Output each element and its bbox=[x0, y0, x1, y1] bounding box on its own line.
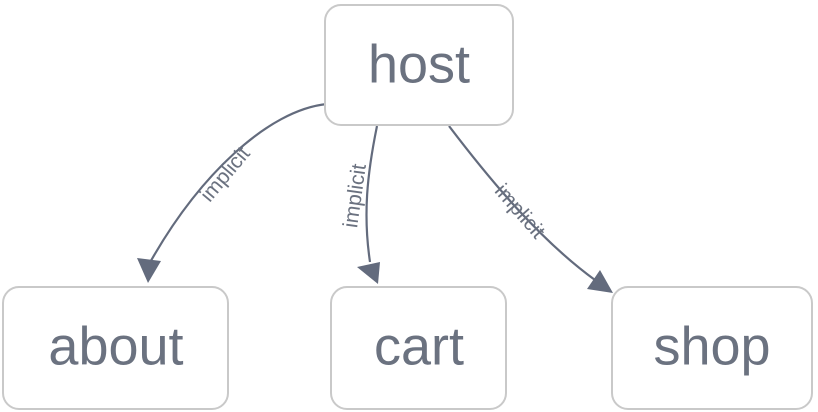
edge-host-about-path bbox=[147, 102, 328, 267]
nodes-group: host about cart shop bbox=[2, 4, 813, 410]
node-cart-label: cart bbox=[374, 316, 464, 376]
node-cart-box bbox=[330, 286, 507, 410]
node-host[interactable]: host bbox=[324, 4, 514, 126]
edge-host-shop-path bbox=[448, 125, 596, 281]
node-shop-box bbox=[611, 286, 813, 410]
node-about[interactable]: about bbox=[2, 286, 229, 410]
node-shop-label: shop bbox=[653, 316, 770, 376]
node-shop[interactable]: shop bbox=[611, 286, 813, 410]
edge-label-host-shop: implicit bbox=[490, 180, 550, 244]
node-host-label: host bbox=[368, 34, 470, 94]
edges-group: implicit implicit implicit bbox=[137, 102, 613, 293]
edge-host-cart-path bbox=[365, 125, 379, 263]
edge-host-about-arrowhead-icon bbox=[137, 258, 161, 283]
edge-host-shop-arrowhead-icon bbox=[587, 270, 613, 293]
node-host-box bbox=[324, 4, 514, 126]
edge-host-about[interactable]: implicit bbox=[137, 102, 328, 283]
edge-label-host-about: implicit bbox=[196, 142, 255, 206]
node-cart[interactable]: cart bbox=[330, 286, 507, 410]
node-about-label: about bbox=[48, 316, 183, 376]
edge-host-shop[interactable]: implicit bbox=[448, 125, 613, 293]
node-about-box bbox=[2, 286, 229, 410]
edge-host-cart-arrowhead-icon bbox=[357, 262, 380, 284]
edge-host-cart[interactable]: implicit bbox=[339, 125, 380, 284]
